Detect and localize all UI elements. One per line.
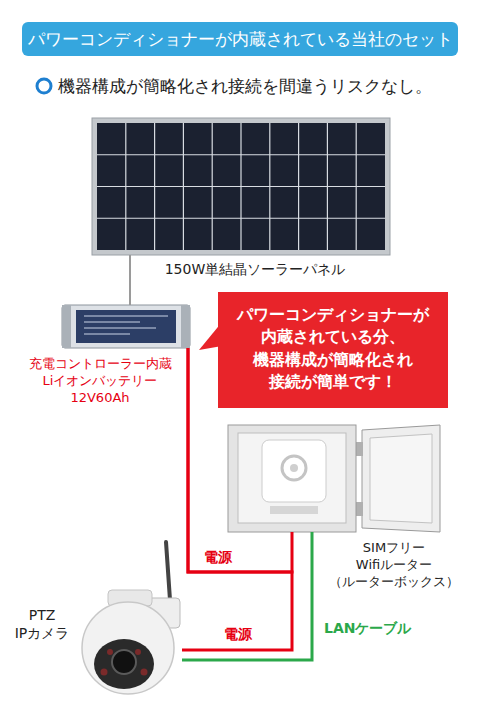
battery — [62, 305, 190, 348]
camera-face — [94, 639, 154, 689]
plate-line — [84, 316, 168, 317]
node-caption-group: 充電コントローラー内蔵 Liイオンバッテリー 12V60Ah — [25, 356, 175, 407]
plate-line — [84, 322, 140, 323]
camera-dome — [82, 602, 174, 694]
router-box — [228, 425, 440, 532]
router-stand — [270, 506, 318, 514]
callout-box: パワーコンディショナーが 内蔵されている分、 機器構成が簡略化され 接続が簡単で… — [218, 292, 448, 408]
battery-plate — [76, 310, 176, 343]
camera-lens — [112, 650, 136, 674]
edge-label: 電源 — [222, 626, 254, 643]
node-caption: 充電コントローラー内蔵 Liイオンバッテリー 12V60Ah — [25, 356, 175, 407]
panel-cells — [97, 123, 385, 250]
ir-led — [101, 669, 108, 676]
plate-line — [84, 334, 130, 335]
ir-led — [135, 649, 141, 655]
camera-node: PTZ IPカメラ — [78, 538, 182, 700]
box-housing — [228, 425, 356, 532]
node-caption-group: 150W単結晶ソーラーパネル — [150, 260, 360, 278]
battery-cap — [62, 305, 71, 348]
ir-led — [141, 669, 148, 676]
node-caption: PTZ IPカメラ — [9, 606, 75, 642]
node-caption: SIMフリー Wifiルーター （ルーターボックス） — [326, 540, 462, 591]
panel-grid — [97, 123, 385, 250]
battery-node: 充電コントローラー内蔵 Liイオンバッテリー 12V60Ah — [62, 305, 190, 348]
title-bar — [22, 22, 458, 56]
grid-line — [97, 186, 385, 187]
panel-frame — [92, 118, 390, 255]
connector — [182, 532, 312, 660]
camera-antenna — [166, 542, 170, 600]
node-caption-group: PTZ IPカメラ — [9, 606, 75, 642]
solar-panel — [92, 118, 390, 255]
plate-line — [84, 328, 156, 329]
solar-panel-node: 150W単結晶ソーラーパネル — [92, 118, 390, 255]
connector — [129, 255, 131, 305]
edge-label: 電源 — [202, 549, 234, 566]
grid-line — [97, 218, 385, 219]
battery-cap — [181, 305, 190, 348]
box-lid — [362, 425, 440, 532]
battery-body — [62, 305, 190, 348]
router-node: SIMフリー Wifiルーター （ルーターボックス） — [228, 425, 440, 532]
box-text: パワーコンディショナーが 内蔵されている分、 機器構成が簡略化され 接続が簡単で… — [233, 304, 433, 394]
ir-led — [107, 649, 113, 655]
grid-line — [97, 154, 385, 155]
node-caption-group: SIMフリー Wifiルーター （ルーターボックス） — [326, 540, 462, 591]
node-caption: 150W単結晶ソーラーパネル — [150, 260, 360, 278]
battery-plate-lines — [84, 316, 168, 334]
title-text: パワーコンディショナーが内蔵されている当社のセット — [22, 22, 458, 56]
box-inner — [238, 433, 346, 523]
ptz-camera — [82, 542, 180, 694]
circle-icon — [37, 79, 51, 93]
router-logo — [290, 464, 298, 472]
router-logo — [282, 456, 306, 480]
note-text: 機器構成が簡略化され接続を間違うリスクなし。 — [58, 75, 432, 97]
edge-label: LANケーブル — [322, 620, 413, 637]
router-device — [262, 440, 326, 502]
box-lid-inner — [370, 434, 432, 523]
